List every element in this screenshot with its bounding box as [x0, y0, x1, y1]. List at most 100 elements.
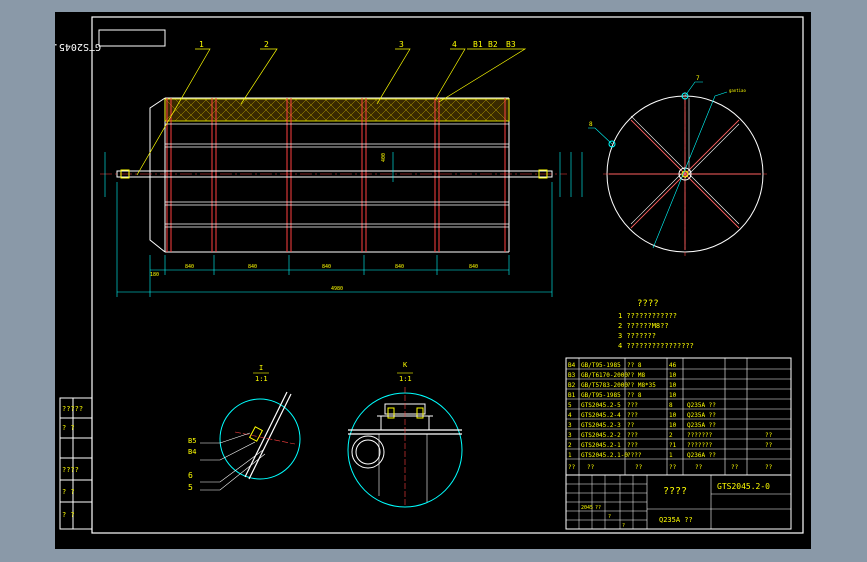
balloon-4: 4 — [452, 40, 457, 49]
dim-left-end: 180 — [150, 272, 159, 278]
bom-r7-qty: 2 — [669, 432, 673, 439]
balloon-b1: B1 — [473, 40, 483, 49]
title-mini-0: 2045 — [581, 505, 593, 511]
detail-i-label-1: B4 — [188, 448, 196, 456]
cad-drawing: GTS2045.2-0 ????? ? ? ???? ? ? ? ? — [55, 16, 804, 534]
bom-r6-no: 3 — [568, 422, 572, 429]
bom-h-0: ?? — [568, 464, 576, 471]
height-dim: 400 — [381, 153, 387, 162]
bom-r8-qty: ?1 — [669, 442, 677, 449]
bom-r9-name: ???? — [627, 452, 642, 459]
bom-r8-code: GTS2045.2-1 — [581, 442, 621, 449]
bom-r2-no: B2 — [568, 382, 576, 389]
bom-r4-qty: 8 — [669, 402, 673, 409]
title-name: ???? — [663, 486, 687, 497]
bom-r3-name: ?? 8 — [627, 392, 642, 399]
bom-h-3: ?? — [669, 464, 677, 471]
title-mini-3: ? — [622, 523, 625, 529]
bom-r3-no: B1 — [568, 392, 576, 399]
technical-notes: ???? 1 ???????????? 2 ??????M8?? 3 ?????… — [618, 299, 694, 350]
bom-table: B4 GB/T95-1985 ?? 8 46 B3 GB/T6170-2000 … — [565, 357, 792, 476]
bom-r9-no: 1 — [568, 452, 572, 459]
bom-r7-note: ?? — [765, 432, 773, 439]
bom-r4-name: ??? — [627, 402, 638, 409]
bom-r6-mat: Q235A ?? — [687, 422, 716, 429]
bom-h-5: ?? — [731, 464, 739, 471]
bom-r8-note: ?? — [765, 442, 773, 449]
title-material: Q235A ?? — [659, 516, 693, 524]
bom-r0-name: ?? 8 — [627, 362, 642, 369]
dim-seg-2: 840 — [322, 264, 331, 270]
balloon-b3: B3 — [506, 40, 516, 49]
detail-i-name: I — [259, 364, 263, 372]
left-strip-label-0: ????? — [62, 405, 83, 413]
notes-title: ???? — [637, 299, 659, 309]
detail-view-k: K 1:1 — [347, 361, 463, 508]
note-item-1: 2 ??????M8?? — [618, 322, 669, 330]
detail-i-label-2: 6 — [188, 471, 193, 480]
bom-r0-qty: 46 — [669, 362, 677, 369]
left-strip-label-1: ? ? — [62, 424, 75, 432]
dimension-chain — [116, 182, 553, 297]
balloon-2: 2 — [264, 40, 269, 49]
bom-r0-code: GB/T95-1985 — [581, 362, 621, 369]
balloon-leaders — [136, 48, 527, 176]
detail-i-scale: 1:1 — [255, 375, 268, 383]
dim-seg-0: 840 — [185, 264, 194, 270]
note-item-3: 4 ???????????????? — [618, 342, 694, 350]
detail-i-label-0: B5 — [188, 437, 196, 445]
bom-r5-mat: Q235A ?? — [687, 412, 716, 419]
balloon-3: 3 — [399, 40, 404, 49]
note-item-0: 1 ???????????? — [618, 312, 677, 320]
bom-h-4: ?? — [695, 464, 703, 471]
bom-h-6: ?? — [765, 464, 773, 471]
bom-r7-code: GTS2045.2-2 — [581, 432, 621, 439]
balloon-b2: B2 — [488, 40, 498, 49]
end-view — [588, 81, 767, 256]
drawing-border — [91, 16, 804, 534]
dim-seg-4: 840 — [469, 264, 478, 270]
end-view-label-0: 7 — [696, 75, 700, 82]
left-strip-label-4: ? ? — [62, 511, 75, 519]
bom-r5-no: 4 — [568, 412, 572, 419]
bom-r1-no: B3 — [568, 372, 576, 379]
dim-overall: 4980 — [331, 286, 343, 292]
bom-r3-code: GB/T95-1985 — [581, 392, 621, 399]
bom-r8-no: 2 — [568, 442, 572, 449]
bom-r5-qty: 10 — [669, 412, 677, 419]
bom-r1-qty: 10 — [669, 372, 677, 379]
bom-h-1: ?? — [587, 464, 595, 471]
bom-r6-code: GTS2045.2-3 — [581, 422, 621, 429]
title-mini-2: ? — [608, 514, 611, 520]
balloon-1: 1 — [199, 40, 204, 49]
bom-h-2: ?? — [635, 464, 643, 471]
bom-r2-name: ?? M8*35 — [627, 382, 656, 389]
bom-r6-name: ?? — [627, 422, 635, 429]
bom-r2-qty: 10 — [669, 382, 677, 389]
bom-r6-qty: 10 — [669, 422, 677, 429]
bom-r1-name: ?? M8 — [627, 372, 645, 379]
bom-r3-qty: 10 — [669, 392, 677, 399]
bom-r7-no: 3 — [568, 432, 572, 439]
detail-k-name: K — [403, 361, 408, 369]
note-item-2: 3 ??????? — [618, 332, 656, 340]
dim-seg-1: 840 — [248, 264, 257, 270]
detail-view-i: I 1:1 — [200, 364, 301, 491]
bom-r0-no: B4 — [568, 362, 576, 369]
end-view-tag: gantiao — [729, 88, 746, 93]
bom-r7-name: ??? — [627, 432, 638, 439]
left-strip: ????? ? ? ???? ? ? ? ? — [59, 397, 93, 530]
title-code: GTS2045.2-0 — [717, 482, 770, 491]
cylinder-side-view: 400 — [100, 97, 583, 253]
bom-r9-code: GTS2045.2.1-0 — [581, 452, 628, 459]
bom-r1-code: GB/T6170-2000 — [581, 372, 628, 379]
bom-r2-code: GB/T5783-2000 — [581, 382, 628, 389]
code-box — [98, 29, 166, 47]
bom-r4-mat: Q235A ?? — [687, 402, 716, 409]
bom-r4-no: 5 — [568, 402, 572, 409]
drawing-code-rotated: GTS2045.2-0 — [55, 41, 101, 52]
detail-i-label-3: 5 — [188, 483, 193, 492]
bom-r5-code: GTS2045.2-4 — [581, 412, 621, 419]
bom-r5-name: ??? — [627, 412, 638, 419]
title-block: 2045 ?? ? ? ???? Q235A ?? GTS2045.2-0 — [565, 474, 792, 530]
